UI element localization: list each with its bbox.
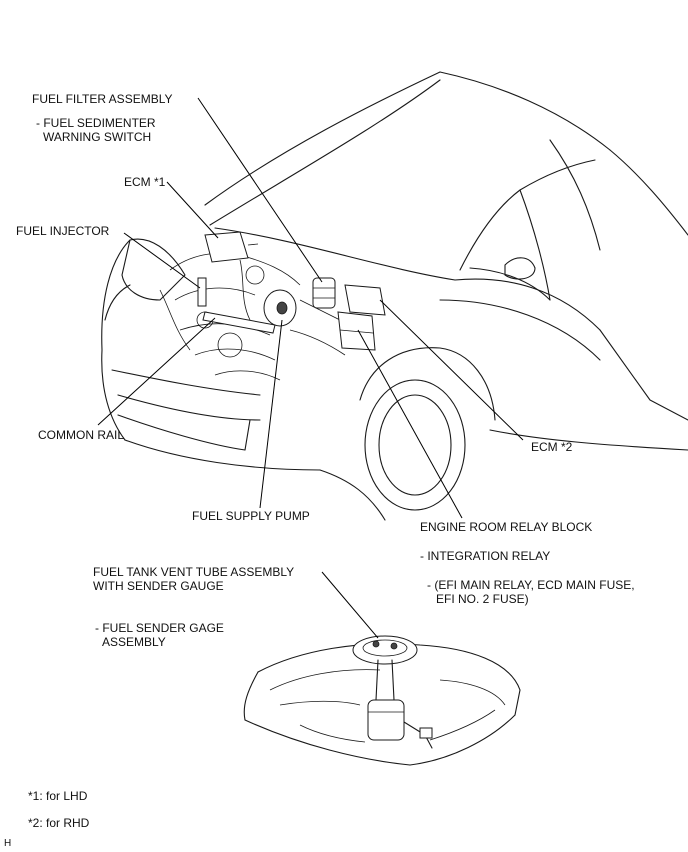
label-relay-detail-2: EFI NO. 2 FUSE)	[436, 592, 529, 606]
label-sender-assembly: ASSEMBLY	[102, 635, 166, 649]
vehicle-illustration	[101, 71, 688, 521]
label-common-rail: COMMON RAIL	[38, 428, 125, 442]
label-relay-detail-1: - (EFI MAIN RELAY, ECD MAIN FUSE,	[427, 578, 635, 592]
label-fuel-supply-pump: FUEL SUPPLY PUMP	[192, 509, 310, 523]
footnote-lhd: *1: for LHD	[28, 789, 88, 803]
label-fuel-sedimenter: - FUEL SEDIMENTER	[36, 116, 156, 130]
label-ecm-2: ECM *2	[531, 440, 573, 454]
leader-lines	[97, 97, 524, 639]
fuel-tank-illustration	[243, 635, 521, 766]
label-fuel-sender-gage: - FUEL SENDER GAGE	[95, 621, 224, 635]
label-fuel-injector: FUEL INJECTOR	[16, 224, 110, 238]
label-fuel-tank-vent-tube: FUEL TANK VENT TUBE ASSEMBLY	[93, 565, 295, 579]
label-engine-room-relay-block: ENGINE ROOM RELAY BLOCK	[420, 520, 593, 534]
label-integration-relay: - INTEGRATION RELAY	[420, 549, 551, 563]
label-ecm-1: ECM *1	[124, 175, 166, 189]
footnote-rhd: *2: for RHD	[28, 816, 90, 830]
label-fuel-filter-assembly: FUEL FILTER ASSEMBLY	[32, 92, 173, 106]
label-with-sender-gauge: WITH SENDER GAUGE	[93, 579, 224, 593]
label-warning-switch: WARNING SWITCH	[43, 130, 152, 144]
corner-mark: H	[4, 838, 12, 849]
